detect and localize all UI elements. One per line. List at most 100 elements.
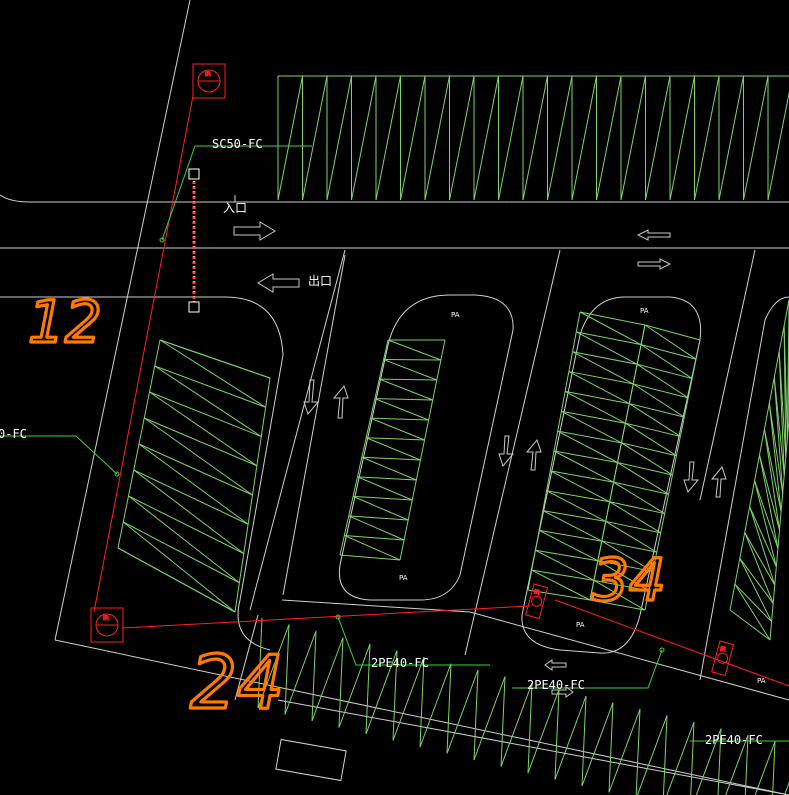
stall-line (159, 339, 266, 408)
stall-line (613, 481, 669, 495)
barrier-gate-icon (188, 168, 200, 313)
stall-line (379, 378, 433, 401)
stall-line (284, 624, 290, 715)
cable-runs (93, 95, 789, 687)
stall-line (550, 470, 610, 503)
stall-line (419, 663, 452, 748)
cable-label-pe40-a: 2PE40-FC (371, 656, 429, 670)
direction-arrow-icon (233, 221, 727, 698)
stall-line (138, 443, 253, 496)
stall-line (772, 741, 776, 795)
pa-label: PA (399, 574, 408, 582)
stall-line (344, 534, 405, 541)
stall-line (535, 549, 595, 581)
pa-label: PA (757, 677, 766, 685)
stall-line (734, 583, 772, 623)
stall-line (143, 417, 253, 496)
device-label: IR (719, 645, 727, 653)
stall-line (725, 734, 749, 795)
stall-line (666, 721, 695, 795)
device-label: IR (103, 615, 109, 622)
cable-label-pe40-b: 2PE40-FC (527, 678, 585, 692)
stall-line (531, 569, 591, 601)
stall-line (159, 339, 271, 379)
stall-line (128, 495, 240, 584)
stall-line (498, 75, 524, 201)
stall-line (662, 715, 668, 795)
stall-line (581, 695, 587, 787)
stall-line (669, 75, 695, 201)
stall-line (734, 583, 771, 641)
stall-line (561, 410, 626, 424)
stall-line (593, 579, 650, 592)
stall-line (399, 339, 446, 561)
stall-line (144, 417, 258, 467)
stall-line (348, 515, 405, 541)
stall-line (767, 91, 789, 201)
stall-line (338, 637, 344, 728)
stall-line (353, 495, 413, 501)
stall-line (621, 442, 677, 457)
stall-line (637, 363, 693, 380)
stall-line (644, 324, 701, 341)
stall-line (778, 351, 785, 476)
stall-line (620, 75, 646, 201)
stall-line (339, 339, 389, 556)
stall-line (117, 547, 236, 613)
stall-line (596, 75, 622, 201)
stall-line (695, 728, 722, 795)
stall-line (522, 75, 548, 201)
stall-line (542, 510, 606, 522)
stall-line (133, 469, 249, 525)
pa-label: PA (576, 621, 585, 629)
stall-line (561, 410, 622, 444)
stall-line (565, 390, 630, 405)
stall-line (366, 437, 425, 441)
entrance-label: 入口 (223, 201, 247, 215)
stall-line (379, 378, 437, 381)
stall-line (608, 702, 614, 793)
stall-line (419, 656, 425, 748)
stall-line (609, 501, 661, 534)
stall-line (357, 476, 413, 501)
stall-line (370, 417, 425, 441)
stall-line (473, 669, 479, 761)
stall-line (749, 506, 776, 586)
stall-line (527, 682, 533, 774)
stall-line (311, 637, 344, 722)
stall-line (645, 75, 671, 201)
device-label: IR (205, 71, 211, 78)
stall-line (557, 430, 622, 444)
stall-line (608, 708, 641, 793)
stall-line (550, 470, 614, 483)
infrared-detector-icon: IR IR IR IR (90, 63, 735, 677)
stall-line (579, 311, 642, 346)
stall-line (424, 75, 450, 201)
handwritten-mark: 24 (190, 640, 284, 726)
stall-line (527, 589, 591, 601)
stall-line (571, 75, 597, 201)
stall-line (644, 324, 697, 360)
stall-line (553, 450, 614, 483)
stall-line (554, 689, 560, 780)
stall-line (568, 371, 634, 385)
stall-line (257, 624, 290, 709)
stall-line (546, 490, 606, 522)
stall-line (744, 532, 776, 586)
stall-line (568, 371, 630, 405)
stall-line (768, 403, 784, 494)
cable-label-left: 0-FC (0, 427, 27, 441)
handwritten-mark: 34 (592, 546, 666, 614)
stall-line (542, 510, 603, 542)
stall-line (759, 454, 779, 549)
stall-line (773, 377, 784, 494)
stall-line (400, 75, 426, 201)
stall-line (392, 656, 425, 741)
leader-lines (0, 145, 789, 742)
stall-line (601, 540, 657, 553)
stall-line (361, 456, 421, 461)
stall-line (357, 476, 417, 481)
stall-line (718, 75, 744, 201)
stall-line (576, 331, 638, 365)
